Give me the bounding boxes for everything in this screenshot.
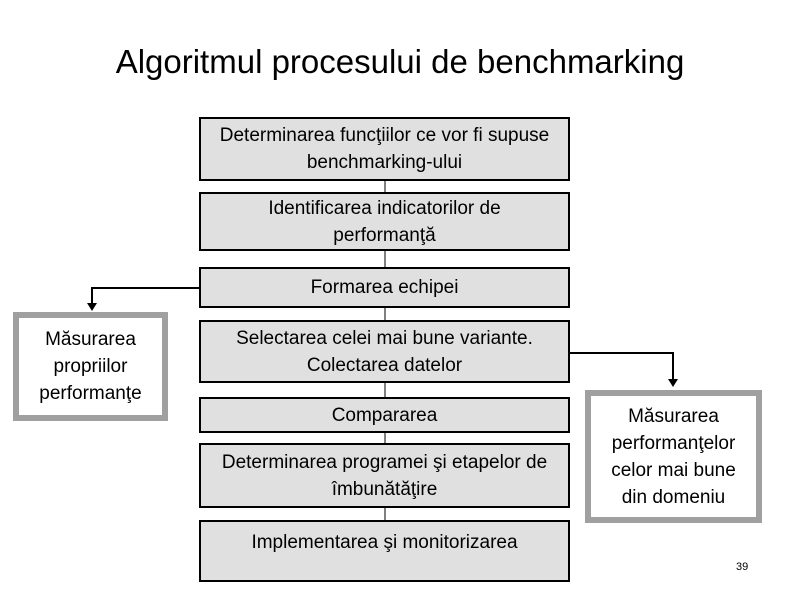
left-branch-line-vertical (91, 287, 93, 304)
flow-step-determine-functions: Determinarea funcţiilor ce vor fi supuse… (199, 117, 570, 181)
left-arrowhead-down-icon (87, 303, 97, 311)
flow-connector (384, 251, 386, 267)
flow-connector (384, 383, 386, 397)
left-side-box-own-performance: Măsurarea propriilor performanţe (13, 312, 168, 421)
flow-connector (384, 433, 386, 443)
flow-step-implement-monitor: Implementarea şi monitorizarea (199, 520, 570, 582)
flow-connector (384, 508, 386, 520)
flow-connector (384, 181, 386, 192)
right-branch-line-vertical (672, 352, 674, 380)
right-side-box-best-performance: Măsurarea performanţelor celor mai bune … (585, 390, 762, 523)
flow-step-select-variant: Selectarea celei mai bune variante. Cole… (199, 320, 570, 383)
flow-step-form-team: Formarea echipei (199, 267, 570, 308)
page-title: Algoritmul procesului de benchmarking (115, 43, 685, 80)
flow-step-compare: Compararea (199, 397, 570, 433)
right-arrowhead-down-icon (668, 379, 678, 387)
flow-step-determine-program: Determinarea programei şi etapelor de îm… (199, 443, 570, 508)
flow-step-identify-indicators: Identificarea indicatorilor de performan… (199, 192, 570, 251)
left-branch-line-horizontal (91, 287, 199, 289)
page-number: 39 (736, 561, 749, 573)
right-branch-line-horizontal (570, 352, 673, 354)
flow-connector (384, 308, 386, 320)
